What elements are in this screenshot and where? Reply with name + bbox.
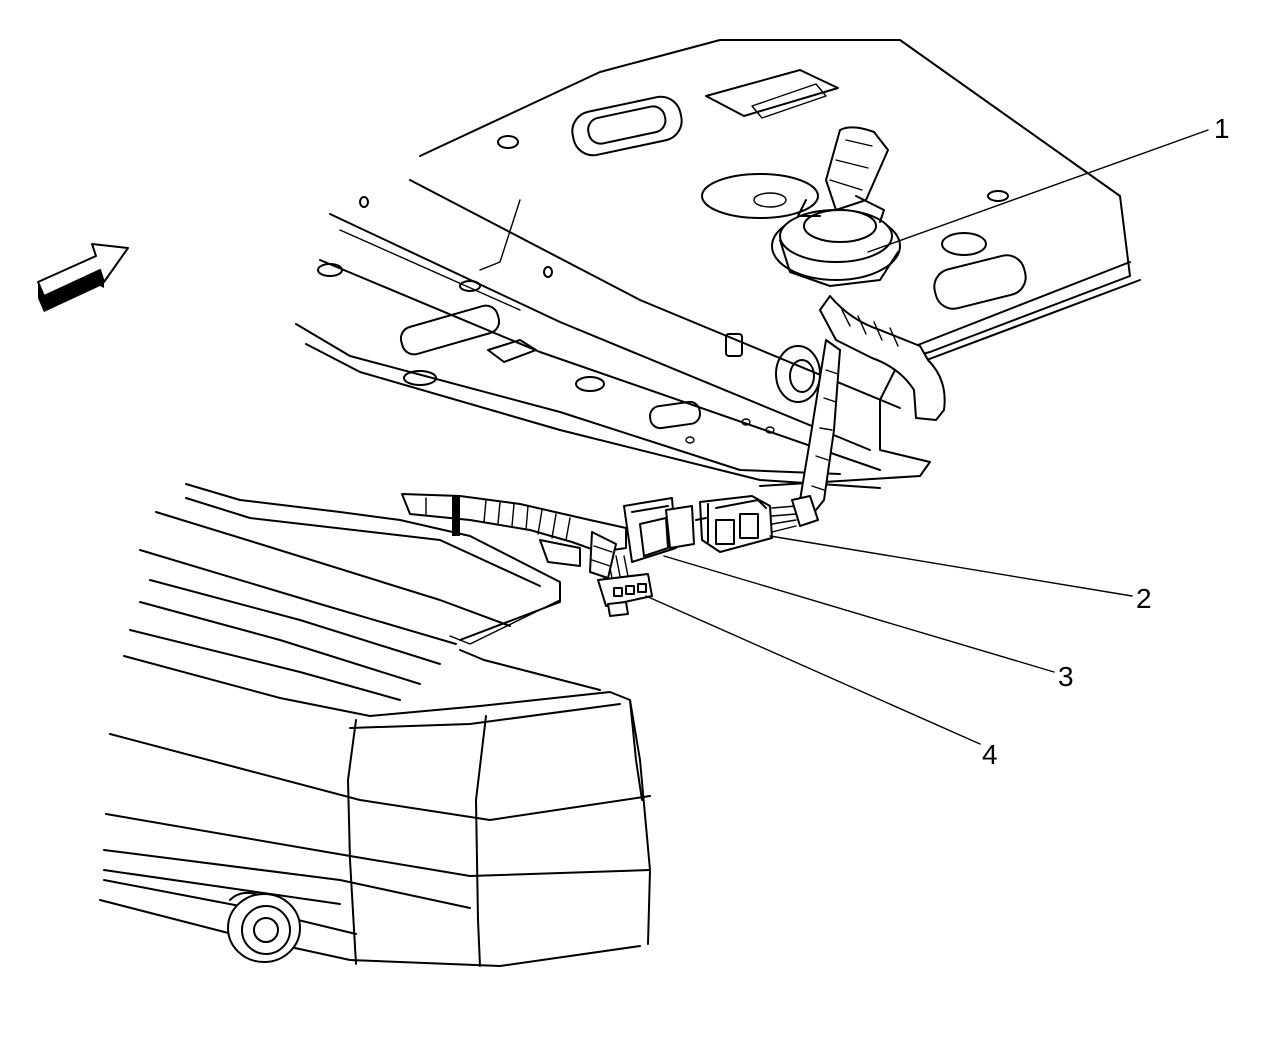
underbody-floor-panel	[295, 39, 1141, 489]
bumper-wiring-harness	[401, 493, 627, 579]
rear-bumper-fascia	[99, 483, 651, 967]
callout-4: 4	[982, 739, 998, 770]
vehicle-harness	[797, 295, 946, 521]
vehicle-harness-connector	[699, 495, 819, 553]
bumper-harness-connector	[623, 497, 707, 563]
leader-lines	[645, 129, 1209, 745]
tow-hook-opening	[227, 891, 301, 963]
lamp-connector	[597, 555, 653, 617]
floor-grommet	[771, 126, 901, 287]
front-direction-arrow-icon	[37, 243, 129, 312]
callout-3: 3	[1058, 661, 1074, 692]
callout-2: 2	[1136, 583, 1152, 614]
callout-1: 1	[1214, 113, 1230, 144]
